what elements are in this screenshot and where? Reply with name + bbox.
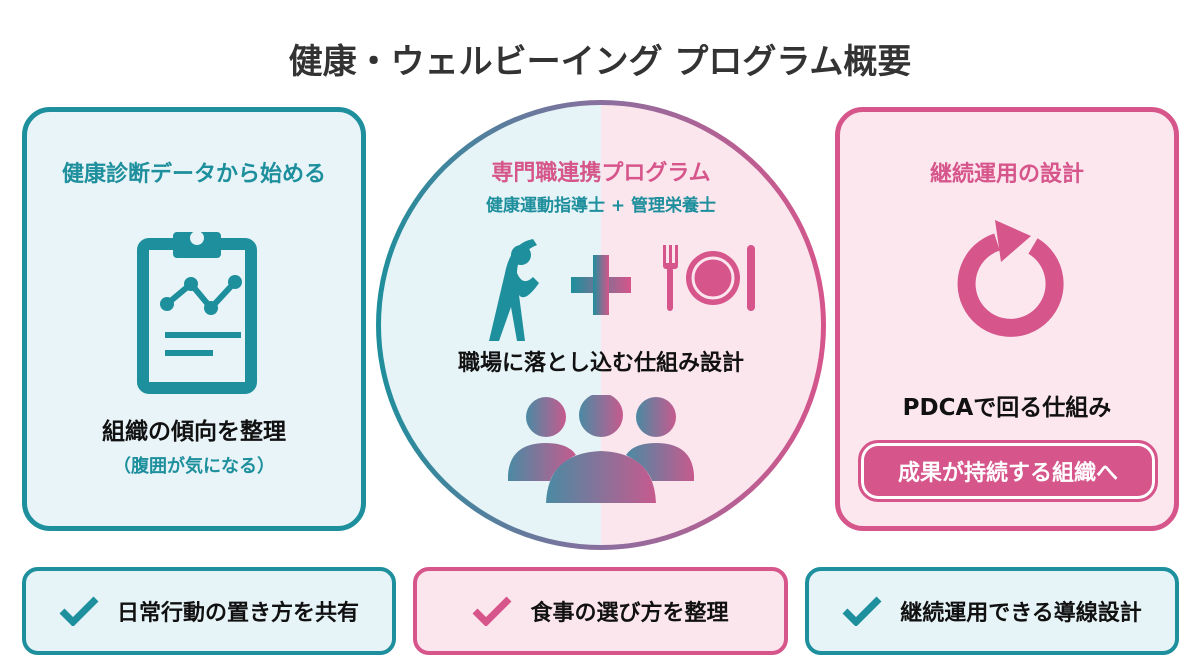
card-title: 健康診断データから始める [61, 162, 326, 187]
plus-icon [571, 255, 631, 315]
check-icon [59, 596, 99, 626]
bottom-item-label: 食事の選び方を整理 [530, 601, 729, 626]
bottom-item-label: 継続運用できる導線設計 [900, 601, 1142, 626]
continuous-operation-card: 継続運用の設計 PDCAで回る仕組み 成果が持続する組織へ [835, 107, 1179, 531]
program-circle: 専門職連携プログラム 健康運動指導士 + 管理栄養士 職場に落とし込む仕組み設計 [376, 100, 826, 550]
bottom-item-label: 日常行動の置き方を共有 [116, 601, 359, 626]
cycle-arrow-icon [957, 220, 1064, 337]
card-heading: 組織の傾向を整理 [102, 419, 286, 445]
bottom-item-meal-choice: 食事の選び方を整理 [413, 567, 788, 655]
circle-title: 専門職連携プログラム [491, 161, 711, 186]
card-title: 継続運用の設計 [929, 162, 1084, 187]
card-note: （腹囲が気になる） [113, 456, 275, 477]
page-title: 健康・ウェルビーイング プログラム概要 [288, 42, 912, 82]
fork-plate-knife-icon [663, 245, 755, 311]
check-icon [473, 596, 512, 626]
stretching-person-icon [489, 239, 539, 341]
outcome-button[interactable]: 成果が持続する組織へ [858, 440, 1158, 502]
card-heading: PDCAで回る仕組み [902, 395, 1112, 421]
check-icon [842, 596, 882, 626]
group-icon [508, 395, 694, 503]
health-data-card: 健康診断データから始める 組織の傾向を整理 （腹囲が気になる） [22, 107, 366, 531]
bottom-item-daily-behavior: 日常行動の置き方を共有 [22, 567, 396, 655]
circle-heading: 職場に落とし込む仕組み設計 [457, 351, 744, 376]
clipboard-chart-icon [137, 231, 257, 394]
circle-subtitle: 健康運動指導士 + 管理栄養士 [485, 196, 717, 216]
bottom-item-continuous-flow: 継続運用できる導線設計 [805, 567, 1179, 655]
